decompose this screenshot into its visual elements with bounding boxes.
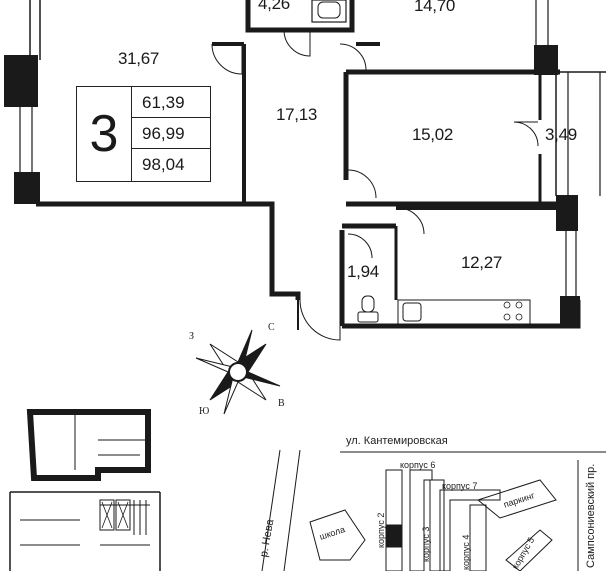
wall-pillar-right xyxy=(556,195,578,231)
room-area-wc: 1,94 xyxy=(347,262,379,281)
door-kitchen xyxy=(397,207,425,235)
room-area-bedroom-mid: 15,02 xyxy=(412,125,454,144)
door-living xyxy=(211,43,243,75)
area-total: 96,99 xyxy=(132,118,211,149)
compass-west: З xyxy=(189,331,195,342)
river-bank-2 xyxy=(283,449,301,571)
stove-burner xyxy=(515,313,523,321)
area-with-balcony: 98,04 xyxy=(142,155,185,174)
window-left xyxy=(19,107,33,172)
room-area-hall: 17,13 xyxy=(276,105,318,124)
window-kitchen xyxy=(565,231,577,296)
building-parking xyxy=(476,479,557,519)
door-bedroom-mid xyxy=(347,169,377,199)
building-school xyxy=(309,509,366,561)
building-k2-fill xyxy=(385,524,403,548)
door-wc xyxy=(347,233,373,259)
street-label-right: Сампсониевский пр. xyxy=(585,463,597,568)
wall-bottom-left xyxy=(36,201,301,300)
building-k6 xyxy=(409,469,433,571)
wall-pillar-left-top xyxy=(4,55,38,107)
room-area-bedroom-top: 14,70 xyxy=(414,0,456,15)
building-label-k4: корпус 4 xyxy=(461,534,471,570)
stove-burner xyxy=(515,301,523,309)
window-top-right xyxy=(535,0,549,45)
wall-pillar-left-bottom xyxy=(14,172,40,204)
wall-pillar-right-bottom xyxy=(560,296,580,328)
kitchen-counter xyxy=(397,299,531,325)
wall-bath-top xyxy=(245,0,355,33)
building-k5 xyxy=(505,529,553,571)
building-label-k3: корпус 3 xyxy=(421,526,431,562)
compass-rose xyxy=(195,329,281,415)
apartment-summary-card: 3 61,39 96,99 98,04 xyxy=(76,86,211,182)
stove-burner xyxy=(503,301,511,309)
building-k3 xyxy=(429,479,445,571)
area-list: 61,39 96,99 98,04 xyxy=(131,87,211,181)
balcony-rail xyxy=(567,72,601,196)
river-bank-1 xyxy=(261,449,281,571)
compass-east: В xyxy=(278,398,285,409)
toilet xyxy=(361,295,375,313)
wc-sink xyxy=(357,311,379,323)
exterior-wall-left xyxy=(29,0,41,60)
site-map xyxy=(261,449,606,571)
door-bedroom-top xyxy=(339,43,367,71)
building-label-k7: корпус 7 xyxy=(442,481,478,491)
kitchen-sink xyxy=(402,302,422,322)
building-label-k6: корпус 6 xyxy=(400,460,436,470)
room-count: 3 xyxy=(89,105,119,163)
street-label-top: ул. Кантемировская xyxy=(346,435,448,447)
compass-south: Ю xyxy=(199,406,210,417)
room-area-balcony: 3,49 xyxy=(545,125,577,144)
building-label-k2: корпус 2 xyxy=(376,512,386,548)
building-k2 xyxy=(385,469,403,571)
wall-pillar-balcony xyxy=(534,45,558,75)
bathtub-inner xyxy=(317,1,341,19)
door-entry xyxy=(299,299,341,341)
building-k4 xyxy=(469,504,487,571)
room-area-living: 31,67 xyxy=(118,49,160,68)
mini-plan xyxy=(9,409,161,571)
balcony-outline xyxy=(555,71,606,196)
area-living: 61,39 xyxy=(132,87,211,118)
room-area-kitchen: 12,27 xyxy=(461,253,503,272)
compass-north: С xyxy=(268,322,275,333)
door-balcony xyxy=(513,121,539,147)
stove-burner xyxy=(503,313,511,321)
building-k7 xyxy=(439,489,501,571)
wall-bedroom-mid xyxy=(343,69,560,207)
bathtub xyxy=(311,0,347,23)
door-bath xyxy=(283,29,311,57)
room-area-bathroom: 4,26 xyxy=(258,0,290,13)
